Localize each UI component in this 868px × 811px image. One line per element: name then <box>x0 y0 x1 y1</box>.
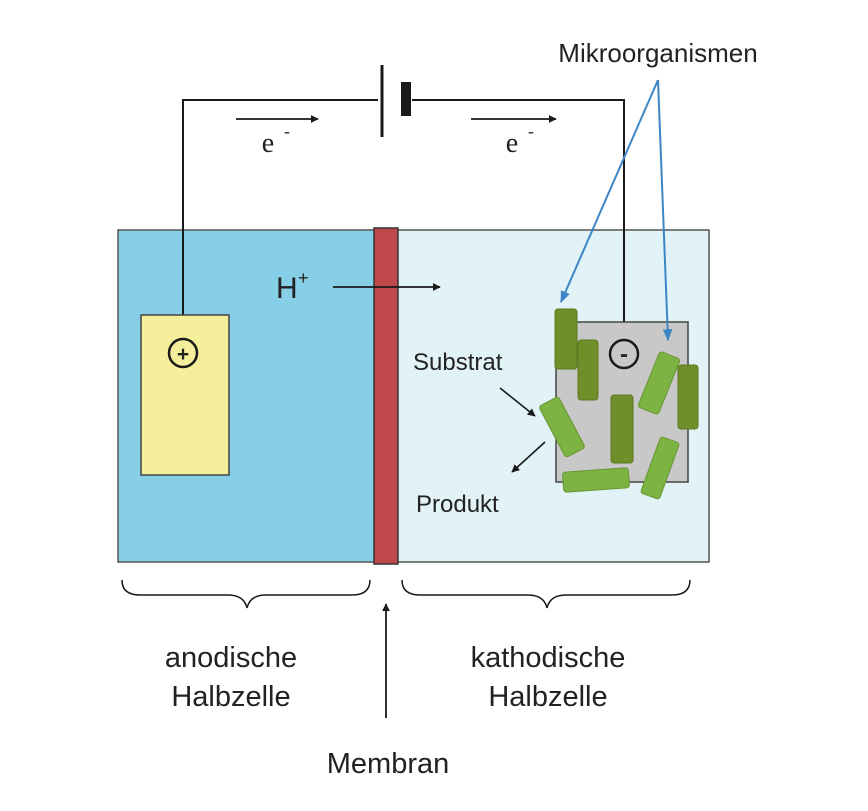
bacterium <box>677 364 699 430</box>
bacterium <box>539 396 585 458</box>
proton-label: H <box>276 272 298 305</box>
cathode-wire <box>412 99 625 322</box>
bacterium <box>577 339 599 401</box>
electron-label-right: e <box>506 128 518 159</box>
electron-charge-right: - <box>528 121 534 141</box>
cathodic-label-line1: kathodische <box>471 642 626 674</box>
anodic-label-line2: Halbzelle <box>171 681 290 713</box>
anode-electrode <box>140 314 230 476</box>
membrane-label: Membran <box>327 748 450 780</box>
microorganisms-pointer-left <box>560 79 659 304</box>
product-arrow <box>511 441 546 473</box>
microorganisms-group <box>539 308 699 500</box>
electron-charge-left: - <box>284 121 290 141</box>
battery-short-plate <box>401 82 411 116</box>
bacterium <box>637 351 681 415</box>
cathode-minus-icon <box>608 338 640 370</box>
proton-charge: + <box>298 268 309 288</box>
bacterium <box>554 308 578 370</box>
anode-wire <box>182 99 378 315</box>
cathode-sign: - <box>620 341 628 368</box>
anodic-brace <box>121 579 371 609</box>
product-label: Produkt <box>416 491 499 518</box>
anodic-label-line1: anodische <box>165 642 297 674</box>
bacterium <box>640 436 680 500</box>
anode-plus-icon <box>167 337 199 369</box>
electron-label-left: e <box>262 128 274 159</box>
substrate-label: Substrat <box>413 349 503 376</box>
bacterium <box>562 467 630 493</box>
membrane-bar <box>373 227 399 565</box>
microorganisms-pointer-right <box>657 79 673 342</box>
cathodic-brace <box>401 579 691 609</box>
bacterium <box>610 394 634 464</box>
anode-sign: + <box>177 343 189 366</box>
cathodic-label-line2: Halbzelle <box>488 681 607 713</box>
substrate-arrow <box>499 387 536 417</box>
microorganisms-label: Mikroorganismen <box>558 38 757 68</box>
